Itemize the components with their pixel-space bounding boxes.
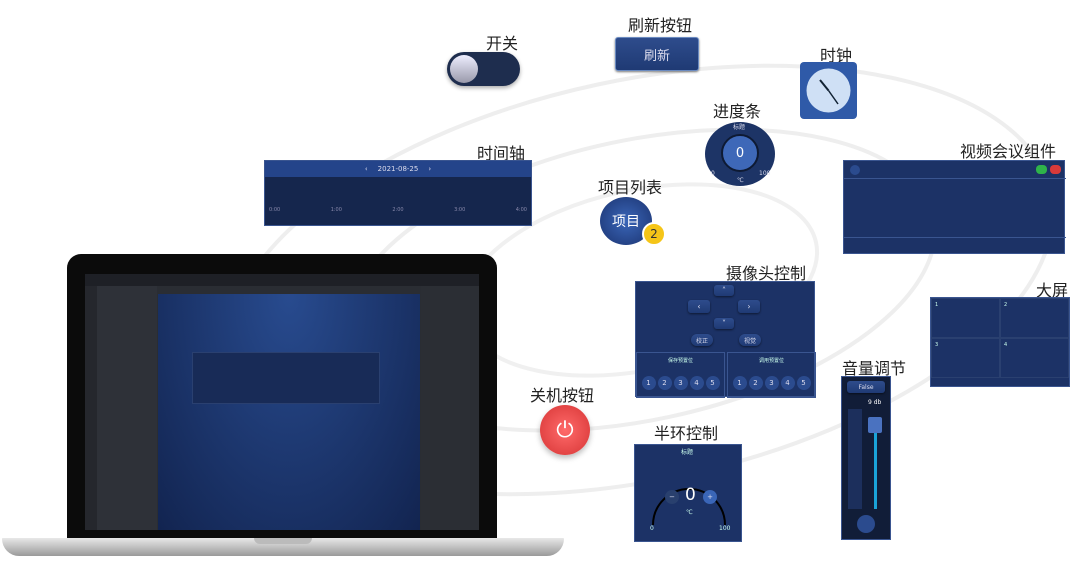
preset-button[interactable]: 2	[657, 376, 672, 390]
preset-button[interactable]: 3	[673, 376, 688, 390]
screen-cell[interactable]: 4	[1000, 338, 1069, 378]
power-icon[interactable]	[850, 165, 860, 175]
timeline-prev-button[interactable]: ‹	[364, 165, 368, 173]
list-item-badge: 2	[642, 222, 666, 246]
preset-button[interactable]: 1	[641, 376, 656, 390]
preset-call-title: 调用预置位	[758, 358, 784, 364]
progress-min: 0	[711, 170, 715, 177]
progress-unit: ℃	[737, 177, 744, 184]
call-hangup-button[interactable]	[1050, 165, 1061, 174]
screen-cell[interactable]: 3	[931, 338, 1000, 378]
call-accept-button[interactable]	[1036, 165, 1047, 174]
editor-icon-bar	[85, 286, 97, 530]
screen-cell[interactable]: 1	[931, 298, 1000, 338]
timeline-tick[interactable]: 3:00	[454, 207, 466, 213]
camera-btn1[interactable]: 校正	[691, 334, 713, 346]
halfring-label: 半环控制	[654, 424, 719, 443]
laptop-screen-bezel	[67, 254, 497, 540]
power-label: 关机按钮	[530, 386, 595, 405]
editor-properties-panel	[421, 286, 479, 530]
toggle-knob	[450, 55, 478, 83]
editor-toolbar	[85, 274, 479, 286]
timeline-widget: ‹ 2021-08-25 › 0:00 1:00 2:00 3:00 4:00	[264, 160, 532, 226]
halfring-max: 100	[719, 525, 731, 532]
halfring-title: 标题	[681, 449, 694, 456]
preset-button[interactable]: 2	[748, 376, 763, 390]
camera-down-button[interactable]: ˅	[714, 318, 734, 329]
progress-value: 0	[721, 134, 759, 172]
halfring-minus-button[interactable]: −	[665, 490, 679, 504]
microphone-button[interactable]	[857, 515, 875, 533]
timeline-tick[interactable]: 0:00	[269, 207, 281, 213]
volume-label: 音量调节	[842, 359, 907, 378]
camera-left-button[interactable]: ‹	[688, 300, 710, 313]
toggle-switch[interactable]	[447, 52, 520, 86]
clock-label: 时钟	[820, 46, 853, 65]
timeline-next-button[interactable]: ›	[428, 165, 432, 173]
preset-button[interactable]: 5	[796, 376, 811, 390]
camera-up-button[interactable]: ˄	[714, 285, 734, 296]
bigscreen-label: 大屏	[1036, 281, 1069, 300]
progress-title: 标题	[733, 124, 746, 131]
volume-mute-toggle[interactable]: False	[847, 381, 885, 393]
laptop-base	[2, 538, 564, 556]
volume-panel: False 9 db	[841, 376, 891, 540]
editor-canvas[interactable]	[158, 294, 420, 530]
screen-cell[interactable]: 2	[1000, 298, 1069, 338]
progress-max: 100	[759, 170, 771, 177]
timeline-date: 2021-08-25	[377, 165, 419, 173]
timeline-tick[interactable]: 4:00	[515, 207, 527, 213]
power-icon: ⏻	[556, 417, 574, 443]
clock-widget	[800, 62, 857, 119]
volume-level: 9 db	[868, 399, 882, 406]
halfring-panel: 标题 − 0 + ℃ 0 100	[634, 444, 742, 542]
canvas-component[interactable]	[192, 352, 380, 404]
timeline-tick[interactable]: 2:00	[392, 207, 404, 213]
list-item-text: 项目	[612, 214, 640, 230]
halfring-plus-button[interactable]: +	[703, 490, 717, 504]
preset-save-title: 保存预置位	[667, 358, 693, 364]
halfring-value: 0	[685, 485, 696, 505]
camera-btn2[interactable]: 视觉	[739, 334, 761, 346]
volume-slider-thumb[interactable]	[868, 417, 882, 433]
camera-right-button[interactable]: ›	[738, 300, 760, 313]
halfring-arc[interactable]	[635, 445, 743, 543]
preset-button[interactable]: 5	[705, 376, 720, 390]
volume-slider-track[interactable]	[874, 427, 877, 509]
bigscreen-grid: 1 2 3 4	[930, 297, 1070, 387]
halfring-min: 0	[650, 525, 654, 532]
timeline-label: 时间轴	[477, 144, 526, 163]
video-label: 视频会议组件	[960, 142, 1057, 161]
video-conference-panel	[843, 160, 1066, 254]
preset-button[interactable]: 4	[689, 376, 704, 390]
clock-face	[806, 68, 851, 113]
keypad-area[interactable]	[844, 178, 1066, 238]
preset-button[interactable]: 1	[732, 376, 747, 390]
preset-button[interactable]: 3	[764, 376, 779, 390]
progress-label: 进度条	[713, 102, 762, 121]
toggle-label: 开关	[486, 34, 519, 53]
timeline-tick[interactable]: 1:00	[330, 207, 342, 213]
editor-component-list	[97, 286, 157, 530]
progress-dial[interactable]: 0 标题 0 100 ℃	[705, 122, 775, 186]
camera-label: 摄像头控制	[726, 264, 807, 283]
halfring-unit: ℃	[686, 509, 693, 516]
list-label: 项目列表	[598, 178, 663, 197]
refresh-label: 刷新按钮	[628, 16, 693, 35]
editor-app-screenshot	[85, 274, 479, 530]
volume-meter	[848, 409, 862, 509]
preset-button[interactable]: 4	[780, 376, 795, 390]
refresh-button[interactable]: 刷新	[615, 37, 699, 71]
power-button[interactable]: ⏻	[540, 405, 590, 455]
